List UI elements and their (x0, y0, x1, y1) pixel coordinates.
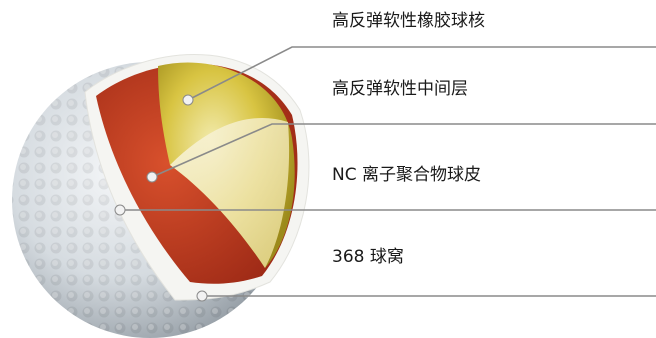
label-dimples: 368 球窝 (332, 247, 404, 267)
leader-line-mantle (151, 123, 656, 178)
label-mantle: 高反弹软性中间层 (332, 79, 468, 99)
leader-dot-core (182, 94, 194, 106)
label-core: 高反弹软性橡胶球核 (332, 11, 485, 31)
leader-dot-mantle (146, 171, 158, 183)
leader-lines (120, 46, 656, 297)
leader-dot-cover (114, 204, 126, 216)
leader-line-core (187, 46, 656, 101)
leader-dot-dimples (196, 290, 208, 302)
leader-dots (114, 94, 208, 302)
label-cover: NC 离子聚合物球皮 (332, 165, 481, 185)
